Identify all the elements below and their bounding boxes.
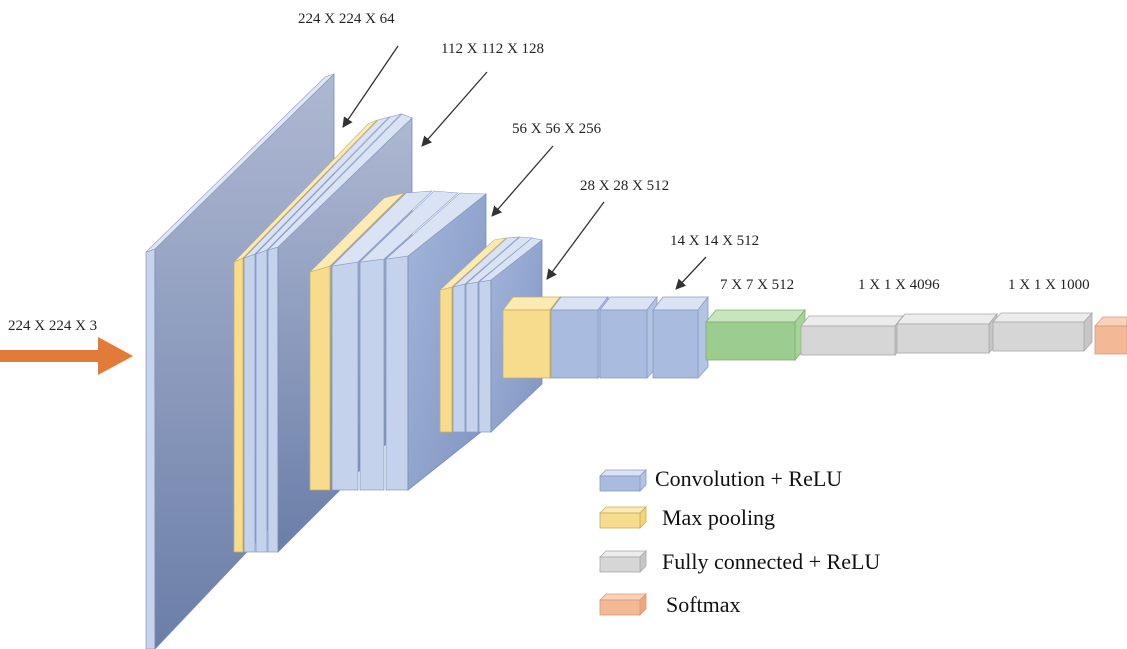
softmax-front [1094, 325, 1127, 355]
input-arrow-icon [0, 337, 133, 375]
conv5-size-label: 14 X 14 X 512 [670, 233, 759, 249]
fc-size-label: 1 X 1 X 4096 [858, 277, 940, 293]
softmax-top [1094, 316, 1127, 327]
block3-conv-a-edge [331, 261, 359, 491]
output-size-label: 1 X 1 X 1000 [1008, 277, 1090, 293]
block1-slab-1-edge [145, 248, 156, 649]
arrow-conv3 [491, 145, 554, 217]
block4-conv-a-edge [452, 283, 466, 433]
legend-pool-swatch-top [599, 506, 647, 514]
block5-layers [502, 295, 709, 380]
block1-slab-1-top [145, 73, 335, 253]
legend-fc-swatch-top [599, 550, 647, 558]
legend-conv-swatch-top [599, 469, 647, 477]
label-pointer-arrows [342, 45, 707, 290]
softmax-block [1094, 316, 1127, 355]
fc1-top [800, 315, 904, 327]
conv1-size-label: 224 X 224 X 64 [298, 11, 395, 27]
conv3-size-label: 56 X 56 X 256 [512, 121, 602, 137]
block4-conv-c-edge [478, 279, 492, 433]
input-size-label: 224 X 224 X 3 [8, 318, 97, 334]
legend-softmax-label: Softmax [666, 592, 741, 617]
block4-conv-c-top [477, 237, 543, 283]
block4-conv-b-edge [465, 281, 479, 433]
arrow-conv1 [342, 45, 399, 128]
legend-softmax: Softmax [599, 592, 741, 617]
block3-pool-edge [309, 265, 331, 491]
conv4-size-label: 28 X 28 X 512 [580, 178, 669, 194]
pool5-top [705, 309, 806, 323]
block2-conv-a-edge [243, 253, 256, 553]
block3-conv-c-edge [385, 255, 409, 491]
fc3-top [992, 312, 1093, 323]
fc3-front [992, 321, 1085, 352]
arrow-conv5 [675, 256, 707, 290]
legend-conv: Convolution + ReLU [599, 466, 842, 492]
fc2-top [896, 313, 998, 325]
block2-conv-c-edge [267, 246, 279, 553]
block3-conv-a-top [331, 190, 433, 267]
block3-conv-b-edge [359, 258, 385, 491]
legend-conv-swatch [599, 475, 641, 492]
arrow-conv2 [421, 71, 488, 147]
fc-layers [800, 311, 1093, 357]
block5-conv-a-front [550, 309, 599, 379]
legend-conv-label: Convolution + ReLU [655, 466, 842, 491]
pool5-block [705, 308, 806, 362]
legend: Convolution + ReLU Max pooling Fully con… [599, 466, 880, 617]
block2-pool-edge [233, 257, 244, 553]
block5-conv-c-front [652, 309, 699, 379]
block4-pool-edge [439, 286, 453, 433]
legend-softmax-swatch-top [599, 593, 647, 601]
legend-fc-swatch [599, 556, 641, 573]
block2-conv-b-edge [255, 249, 268, 553]
fc1-front [800, 325, 896, 356]
block3-pool-top [309, 192, 405, 273]
block2-pool-top [233, 119, 378, 263]
block5-conv-b-front [599, 309, 648, 379]
legend-fc: Fully connected + ReLU [599, 549, 880, 574]
block2-conv-c-top [267, 113, 413, 251]
block2-conv-b-top [255, 113, 402, 255]
legend-fc-label: Fully connected + ReLU [662, 549, 880, 574]
block5-pool-front [502, 309, 551, 379]
legend-pool-swatch [599, 512, 641, 529]
block4-conv-a-top [452, 236, 520, 288]
conv2-size-label: 112 X 112 X 128 [441, 41, 544, 57]
legend-pool: Max pooling [599, 505, 775, 530]
pool5-front [705, 321, 796, 361]
legend-pool-label: Max pooling [662, 505, 775, 530]
block3-conv-b-top [359, 190, 459, 263]
legend-softmax-swatch [599, 599, 641, 616]
block3-conv-c-top [385, 192, 487, 260]
block2-conv-a-top [243, 116, 390, 259]
pool5-size-label: 7 X 7 X 512 [720, 277, 794, 293]
block4-pool-top [439, 237, 507, 291]
fc2-front [896, 323, 990, 354]
arrow-conv4 [546, 201, 605, 280]
